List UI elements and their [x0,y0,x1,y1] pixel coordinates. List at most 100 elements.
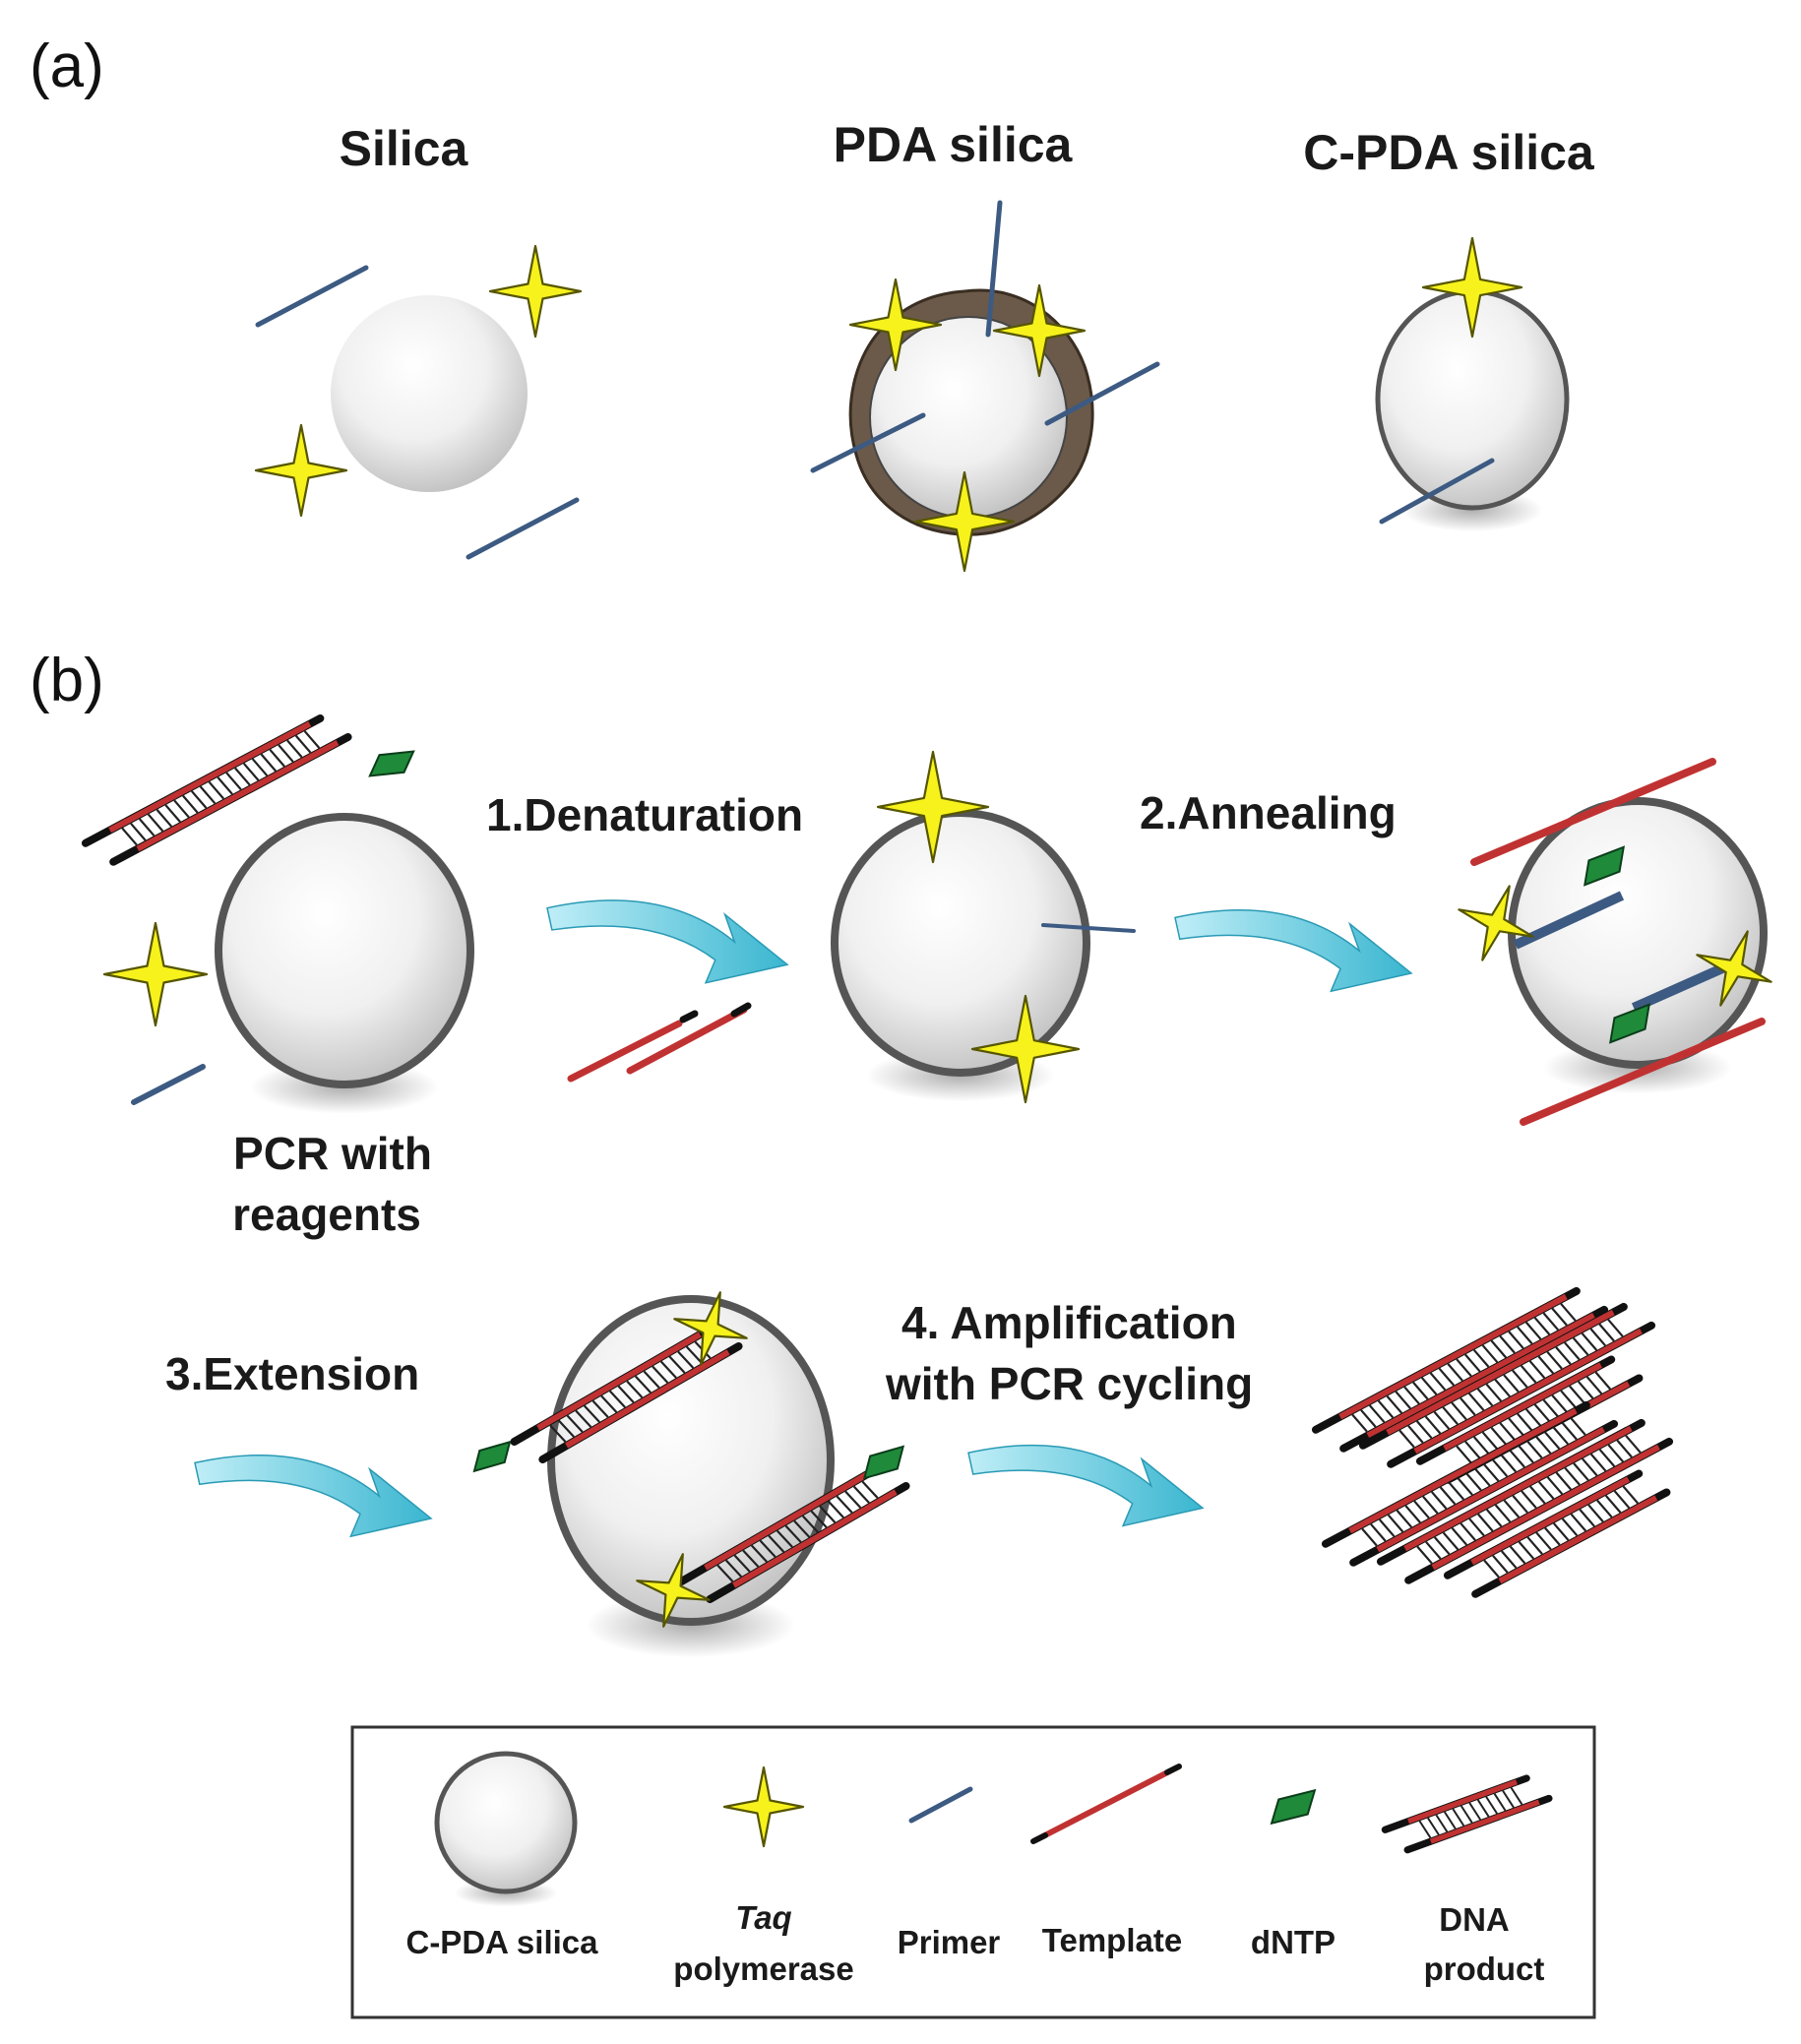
dna-red-strand [1498,1495,1658,1584]
process-arrow [194,1455,433,1538]
template-strand-end [679,1010,699,1023]
template-strand-end [1030,1832,1048,1844]
primer-strand [1044,361,1160,426]
title-c-pda-silica: C-PDA silica [1303,125,1595,180]
taq-polymerase-star-icon [1421,236,1523,339]
amplification-group [1311,1286,1674,1598]
dna-red-strand [1338,1293,1568,1420]
step-denaturation-label: 1.Denaturation [486,789,803,840]
dntp-icon [1584,845,1625,887]
primer-strand [908,1786,973,1824]
silica-bead [215,813,474,1088]
taq-polymerase-star-icon [636,1553,711,1628]
dna-red-strand [1407,1779,1518,1825]
template-strand [626,1006,748,1075]
arrow-shape [194,1455,433,1538]
title-silica: Silica [340,121,469,176]
silica-bead [831,809,1090,1077]
arrow-shape [1174,909,1413,993]
title-pda-silica: PDA silica [834,117,1074,172]
primer-strand [1041,923,1136,933]
primer-strand [1379,458,1495,525]
dna-base-pairs [1456,1371,1612,1464]
silica-bead [434,1751,578,1894]
legend-label-product: product [1424,1951,1545,1987]
dntp-group [862,1445,905,1480]
c-pda-silica-particle-group [1375,236,1570,532]
dna-red-strand [732,1489,898,1588]
primer-strand [131,1064,206,1105]
dna-product-group [1321,1400,1619,1567]
legend-label-polymerase: polymerase [673,1951,853,1987]
taq-polymerase-star-icon [254,423,348,518]
taq-polymerase-star-icon [970,994,1081,1104]
step-extension-label: 3.Extension [165,1348,419,1399]
template-strand [1032,1765,1180,1843]
dna-base-pairs [121,730,321,846]
dna-red-strand [1386,1309,1615,1436]
primer-strand [466,497,580,560]
dna-base-pairs [1398,1319,1624,1449]
template-strand-end [730,1002,752,1018]
dna-red-strand [1366,1312,1595,1439]
dntp-icon [472,1440,512,1473]
arrow-shape [967,1444,1205,1527]
taq-polymerase-star-icon [673,1291,748,1366]
process-arrow [546,899,789,984]
dna-product-group [81,713,352,866]
legend-label-template: Template [1042,1922,1182,1958]
taq-polymerase-star-icon [488,244,583,339]
dntp-icon [1270,1788,1317,1826]
dna-red-strand [1348,1407,1578,1534]
legend-label-taq: Taq [735,1899,791,1936]
dna-product-group [1443,1469,1671,1598]
taq-polymerase-star-icon [992,283,1087,378]
dna-product-group [1311,1286,1609,1453]
dna-red-strand [1470,1476,1631,1566]
step-amplification-label-line2: with PCR cycling [885,1358,1253,1409]
step-amplification-label-line1: 4. Amplification [901,1297,1237,1348]
process-arrows [194,899,1413,1538]
dna-product-group [1358,1302,1656,1468]
extension-group [472,1291,910,1658]
dntp-icon [862,1445,905,1480]
primer-strand [810,412,926,473]
pda-silica-particle-group [810,200,1160,573]
start-label-line2: reagents [232,1189,421,1240]
taq-polymerase-star-icon [1458,885,1534,961]
dna-product-group [677,1464,910,1603]
legend-label-dna: DNA [1439,1901,1510,1938]
taq-polymerase-star-icon [848,278,943,372]
legend-label-dntp: dNTP [1251,1924,1335,1960]
process-arrow [1174,909,1413,993]
dntp-group [368,750,415,777]
dna-base-pairs [1483,1485,1640,1579]
dna-base-pairs [1351,1303,1577,1433]
taq-polymerase-star-icon [876,750,990,864]
dntp-group [1609,1003,1650,1044]
dna-red-strand [565,1349,730,1449]
dna-base-pairs [1418,1786,1523,1838]
template-strand [1520,1018,1766,1126]
dntp-group [472,1440,512,1473]
start-label-line1: PCR with [233,1128,432,1179]
bare-silica-bead [331,295,528,492]
legend-label-primer: Primer [898,1924,1001,1960]
dna-red-strand [136,739,340,852]
template-strand [1470,758,1716,866]
dna-red-strand [108,720,312,834]
panel-b-label: (b) [30,647,104,714]
dna-base-pairs [549,1340,712,1443]
annealing-group [1458,758,1772,1126]
dntp-icon [1609,1003,1650,1044]
dna-base-pairs [1416,1435,1642,1565]
dna-red-strand [704,1471,869,1571]
template-strand-end [1164,1764,1182,1775]
legend-label-c-pda-silica: C-PDA silica [405,1924,598,1960]
dna-red-strand [1429,1799,1540,1844]
silica-particle-group [254,244,583,560]
process-arrow [967,1444,1205,1527]
taq-polymerase-star-icon [913,470,1016,573]
dna-red-strand [1376,1426,1605,1553]
